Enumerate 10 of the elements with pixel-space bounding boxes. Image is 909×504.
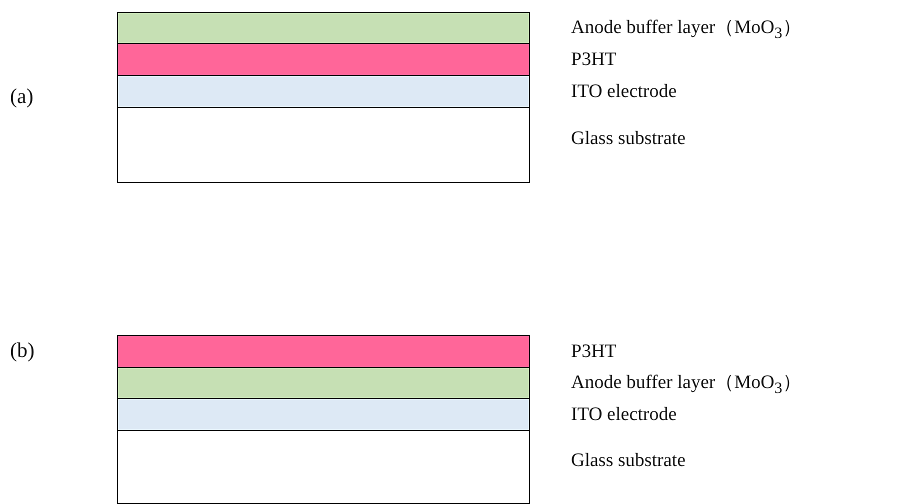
layer-label: P3HT xyxy=(571,48,616,70)
layer-label: Anode buffer layer（MoO$_{3}$） xyxy=(571,17,802,44)
layer-label: Anode buffer layer（MoO$_{3}$） xyxy=(571,372,802,399)
layer-label: P3HT xyxy=(571,340,616,362)
panel-label: (b) xyxy=(10,338,34,363)
layer-label: Glass substrate xyxy=(571,450,686,472)
layer-label: Glass substrate xyxy=(571,128,686,150)
layer-label: ITO electrode xyxy=(571,80,677,102)
panel-label: (a) xyxy=(10,84,34,109)
layer-label: ITO electrode xyxy=(571,404,677,426)
